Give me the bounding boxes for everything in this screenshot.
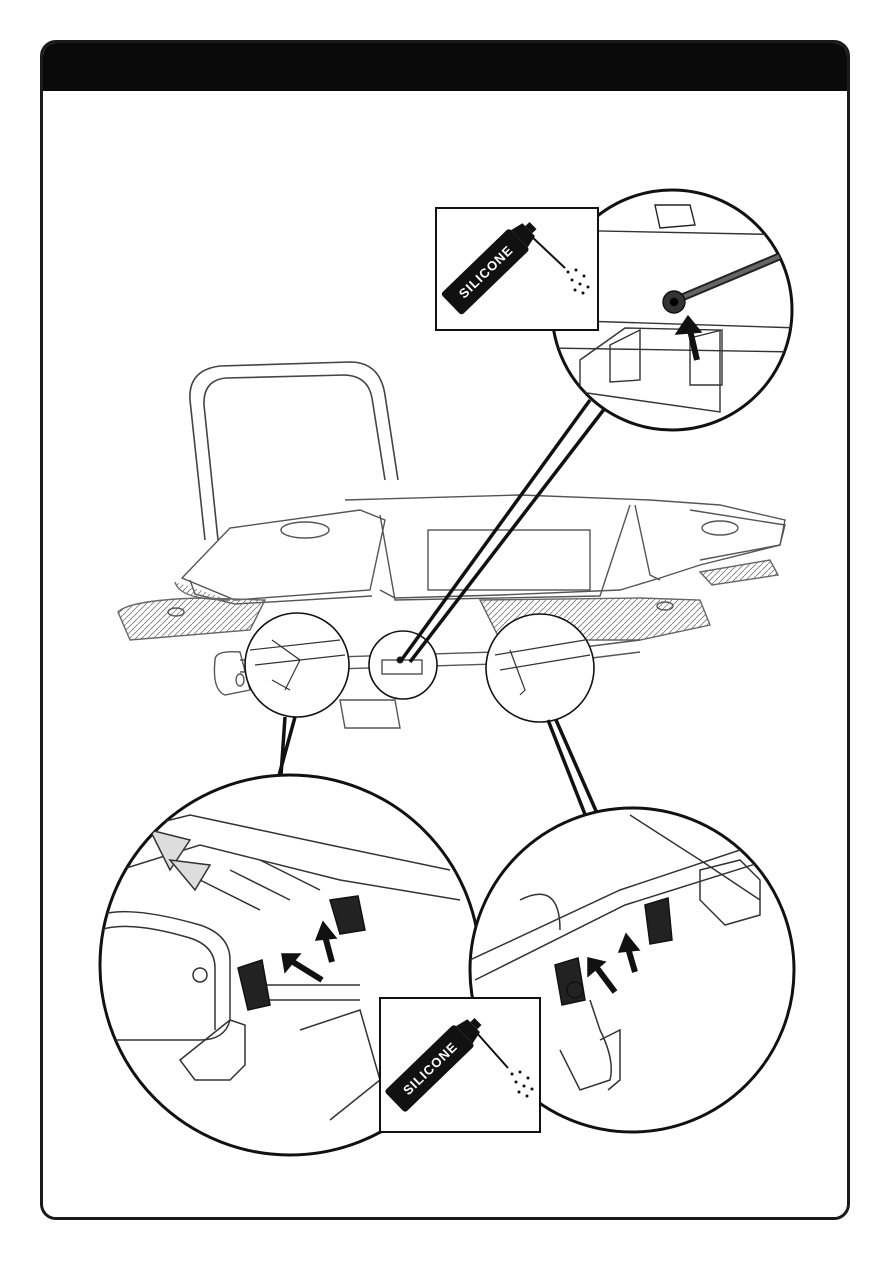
detail-markers: [245, 613, 594, 722]
spray-callout-top: SILICONE: [436, 208, 598, 330]
spray-callout-bottom: SILICONE: [380, 998, 540, 1132]
detail-circle-right: [486, 614, 594, 722]
